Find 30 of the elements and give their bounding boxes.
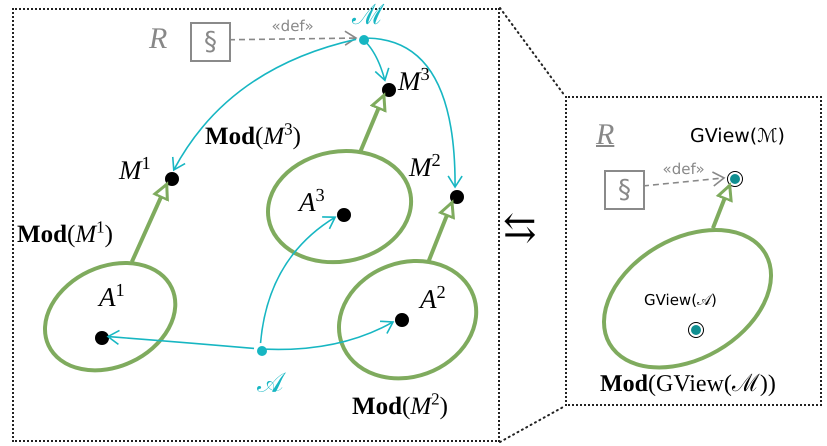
arrow [260,216,336,344]
view-label: GView(𝒜) [644,292,717,308]
math-label: ℳ [352,2,384,30]
math-label: M$^{3}$ [398,68,430,95]
relation-label: R [149,24,168,54]
model-label: Mod(M$^{1}$) [17,222,113,247]
math-label: A$^{2}$ [420,286,446,313]
math-label: M$^{2}$ [409,154,441,181]
edge-label: «def» [662,162,706,177]
dashed-arrow [228,30,357,46]
edge-label: «def» [270,18,315,34]
arrow [266,320,394,350]
hollow-head-arrow [427,200,455,262]
math-label: A$^{1}$ [98,284,125,311]
dashed-arrow [642,171,725,187]
model-label: Mod(M$^{3}$) [205,124,301,149]
arrow [368,37,463,188]
model-label: Mod(GView(ℳ)) [600,372,776,396]
math-label: M$^{1}$ [119,157,151,184]
arrow [366,42,390,82]
model-label: Mod(M$^{2}$) [352,394,448,419]
hollow-head-arrow [130,182,169,263]
arrow [107,330,254,350]
relation-label: R [596,120,614,150]
hollow-head-arrow [358,94,386,152]
view-label: GView(ℳ) [690,127,785,146]
exchange-symbol: ⇆ [503,208,537,248]
arrow [172,38,356,171]
math-label: A$^{3}$ [298,188,325,216]
hollow-head-arrow [711,184,733,229]
